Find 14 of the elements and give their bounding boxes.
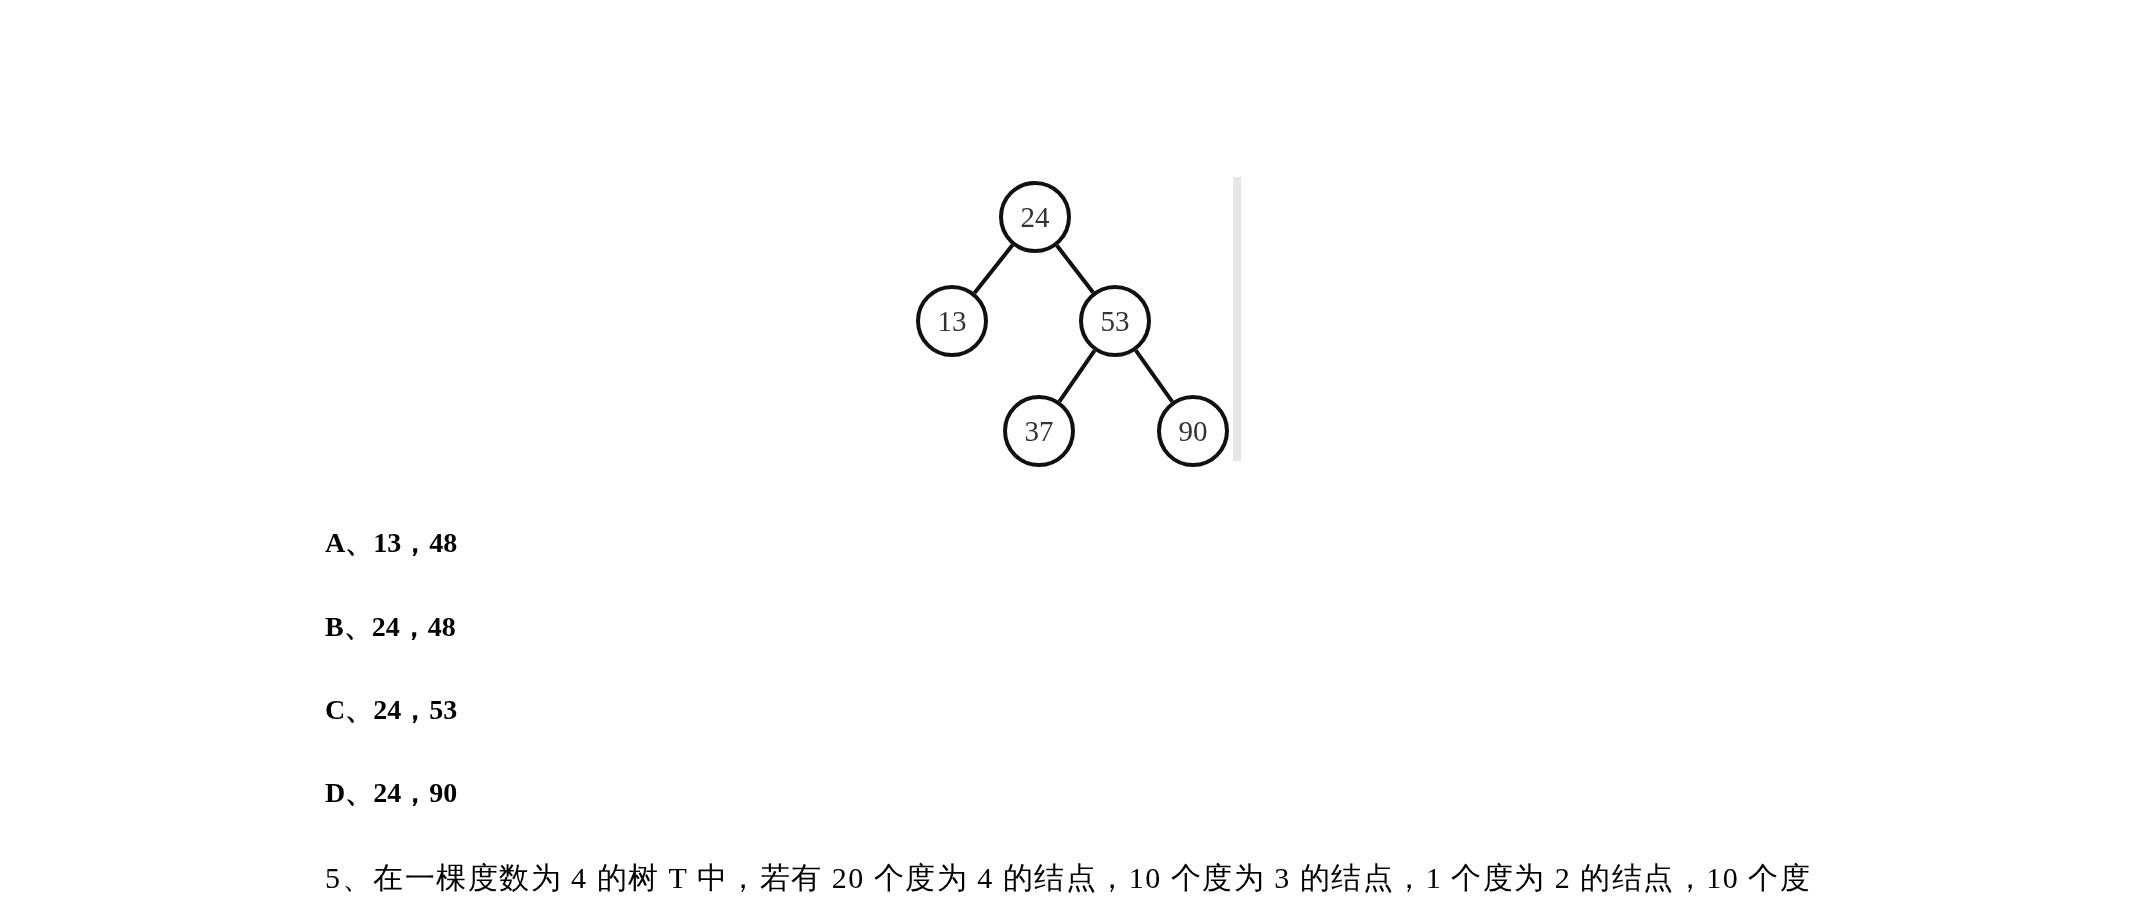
connector-line: [1057, 349, 1097, 403]
connector-line: [1055, 244, 1095, 294]
answer-option: C、24，53: [325, 693, 458, 727]
answer-option: A、13，48: [325, 526, 458, 560]
connector-line: [1134, 349, 1174, 403]
connector-line: [972, 243, 1015, 295]
tree-node-circle: 90: [1157, 395, 1229, 467]
tree-node-circle: 24: [999, 181, 1071, 253]
tree-node-circle: 53: [1079, 285, 1151, 357]
question-text: 5、在一棵度数为 4 的树 T 中，若有 20 个度为 4 的结点，10 个度为 3 的结点，1 个度为 2 的结点，10 个度: [325, 860, 1812, 896]
tree-node-circle: 13: [916, 285, 988, 357]
answer-option: B、24，48: [325, 610, 456, 644]
tree-node-circle: 37: [1003, 395, 1075, 467]
answer-option: D、24，90: [325, 776, 458, 810]
